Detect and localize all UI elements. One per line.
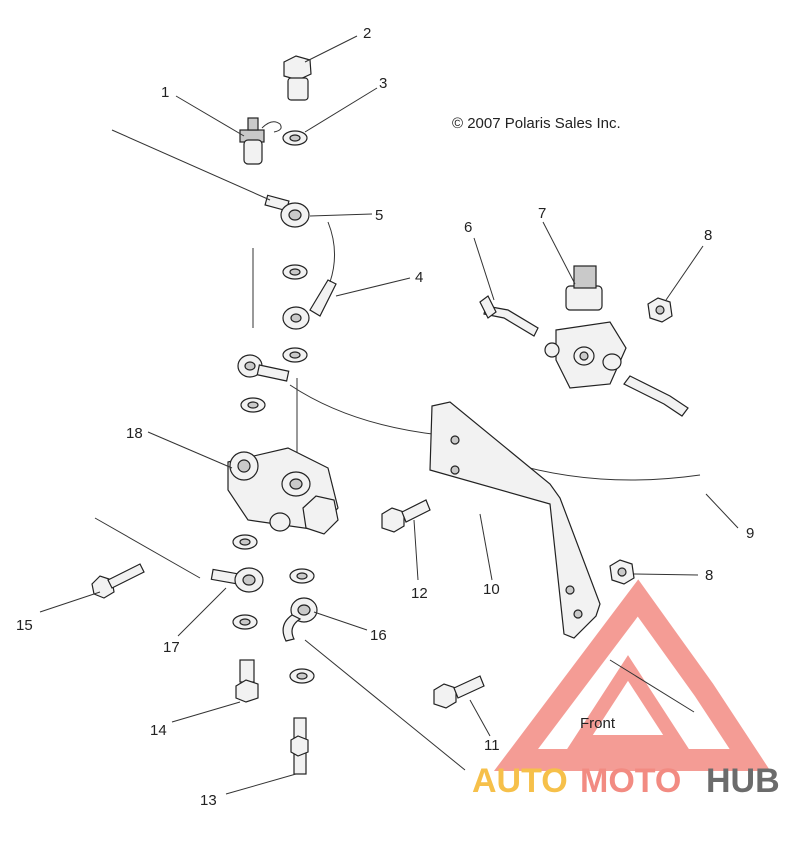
callout-9: 9: [746, 525, 754, 542]
callout-3: 3: [379, 75, 387, 92]
callout-11: 11: [484, 737, 500, 754]
front-label: Front: [580, 715, 616, 732]
callout-14: 14: [150, 722, 167, 739]
callout-8-lower: 8: [705, 567, 713, 584]
callout-7: 7: [538, 205, 546, 222]
part-2-bolt: [283, 55, 312, 101]
part-18-valve-block: [227, 447, 339, 535]
callout-12: 12: [411, 585, 428, 602]
callout-1: 1: [161, 84, 169, 101]
part-6-line: [479, 295, 539, 337]
callout-4: 4: [415, 269, 423, 286]
callout-6: 6: [464, 219, 472, 236]
part-14-fitting: [235, 659, 259, 703]
callout-17: 17: [163, 639, 180, 656]
part-17-banjo: [210, 567, 264, 593]
banjo-left: [237, 354, 290, 382]
part-13-pin: [290, 717, 309, 775]
callout-15: 15: [16, 617, 33, 634]
callout-5: 5: [375, 207, 383, 224]
part-4-banjo: [282, 279, 337, 330]
callout-2: 2: [363, 25, 371, 42]
callout-13: 13: [200, 792, 217, 809]
part-16-banjo: [282, 597, 318, 642]
part-12-bolt: [381, 499, 431, 533]
callout-8-upper: 8: [704, 227, 712, 244]
callout-10: 10: [483, 581, 500, 598]
part-11-bolt: [433, 675, 485, 709]
part-10-bracket: [429, 401, 601, 639]
copyright-text: © 2007 Polaris Sales Inc.: [452, 115, 621, 132]
callout-16: 16: [370, 627, 387, 644]
part-7-switch: [544, 265, 627, 389]
part-1-switch: [239, 117, 282, 165]
callouts: 1 2 3 4 5 6 7 8 8 9 10 11 12 13 14 15 16…: [16, 25, 754, 809]
logo-hub: HUB: [706, 762, 780, 800]
logo-moto: MOTO: [580, 762, 681, 800]
callout-18: 18: [126, 425, 143, 442]
automotohub-logo: Front AUTO MOTO HUB: [472, 579, 780, 800]
part-5-banjo: [264, 194, 310, 228]
logo-auto: AUTO: [472, 762, 568, 800]
brake-line-right: [623, 375, 689, 417]
leader-lines: [39, 35, 739, 795]
part-15-bolt: [91, 563, 145, 599]
